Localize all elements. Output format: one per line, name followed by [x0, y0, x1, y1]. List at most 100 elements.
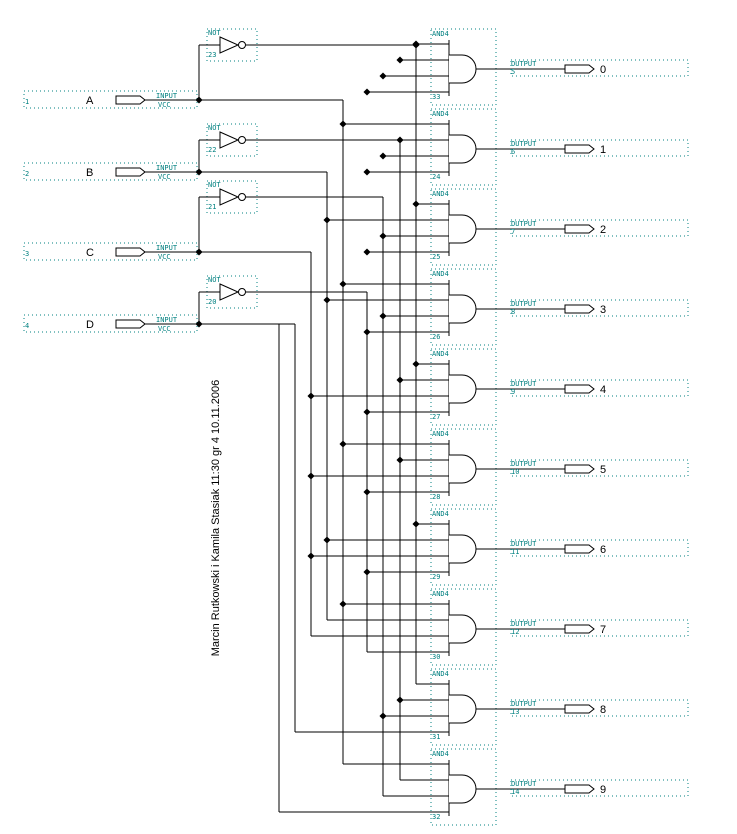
input-signal-name: C [86, 247, 94, 259]
output-pin-box [510, 139, 689, 157]
output-kind-label: OUTPUT [511, 460, 537, 468]
and-gate-box [430, 28, 497, 106]
output-pin-box [510, 59, 689, 77]
junction-dot [396, 376, 404, 384]
input-port-icon [115, 95, 146, 105]
and-gate-icon [449, 614, 477, 644]
output-pin-number: 12 [511, 628, 519, 636]
not-gate-label: NOT [208, 124, 221, 132]
junction-dot [396, 456, 404, 464]
output-signal-name: 2 [600, 224, 606, 236]
and-gate-id: 30 [432, 653, 440, 661]
inversion-bubble-icon [238, 288, 246, 296]
and-gate-label: AND4 [432, 750, 449, 758]
output-pin-number: 13 [511, 708, 519, 716]
junction-dot [363, 328, 371, 336]
output-port-icon [564, 144, 595, 154]
input-pin-number: 2 [25, 170, 29, 178]
output-port-icon [564, 784, 595, 794]
output-pin-box [510, 459, 689, 477]
output-kind-label: OUTPUT [511, 620, 537, 628]
output-kind-label: OUTPUT [511, 540, 537, 548]
output-port-icon [564, 304, 595, 314]
junction-dot [379, 712, 387, 720]
and-gate-label: AND4 [432, 190, 449, 198]
input-signal-name: A [86, 95, 94, 107]
junction-dot [379, 72, 387, 80]
input-pin-box [23, 242, 198, 261]
input-pin-box [23, 314, 198, 333]
and-gate-id: 26 [432, 333, 440, 341]
not-gate-label: NOT [208, 276, 221, 284]
output-pin-number: 14 [511, 788, 519, 796]
not-gate-id: 23 [208, 51, 216, 59]
output-signal-name: 0 [600, 64, 606, 76]
output-pin-box [510, 699, 689, 717]
output-pin-box [510, 219, 689, 237]
output-kind-label: OUTPUT [511, 780, 537, 788]
and-gate-icon [449, 374, 477, 404]
not-gate-label: NOT [208, 181, 221, 189]
output-kind-label: OUTPUT [511, 700, 537, 708]
junction-dot [412, 520, 420, 528]
output-signal-name: 4 [600, 384, 606, 396]
input-pin-box [23, 90, 198, 109]
junction-dot [379, 152, 387, 160]
junction-dot [396, 696, 404, 704]
junction-dot [339, 440, 347, 448]
not-gate-icon [219, 283, 240, 301]
junction-dot [396, 136, 404, 144]
output-signal-name: 5 [600, 464, 606, 476]
output-port-icon [564, 544, 595, 554]
junction-dot [307, 472, 315, 480]
not-gate-icon [219, 36, 240, 54]
input-port-icon [115, 167, 146, 177]
and-gate-label: AND4 [432, 350, 449, 358]
output-port-icon [564, 64, 595, 74]
output-port-icon [564, 704, 595, 714]
and-gate-label: AND4 [432, 510, 449, 518]
not-gate-id: 22 [208, 146, 216, 154]
and-gate-box [430, 428, 497, 506]
junction-dot [339, 120, 347, 128]
junction-dot [307, 392, 315, 400]
and-gate-box [430, 348, 497, 426]
output-pin-box [510, 379, 689, 397]
output-kind-label: OUTPUT [511, 140, 537, 148]
and-gate-box [430, 668, 497, 746]
input-default-label: VCC [158, 325, 171, 333]
junction-dot [339, 280, 347, 288]
output-pin-number: 8 [511, 308, 515, 316]
and-gate-icon [449, 54, 477, 84]
and-gate-icon [449, 214, 477, 244]
not-gate-label: NOT [208, 29, 221, 37]
output-pin-box [510, 619, 689, 637]
output-pin-number: 10 [511, 468, 519, 476]
and-gate-label: AND4 [432, 270, 449, 278]
output-port-icon [564, 464, 595, 474]
and-gate-label: AND4 [432, 30, 449, 38]
junction-dot [363, 168, 371, 176]
output-pin-number: 6 [511, 148, 515, 156]
and-gate-label: AND4 [432, 670, 449, 678]
and-gate-id: 25 [432, 253, 440, 261]
output-pin-number: 7 [511, 228, 515, 236]
and-gate-icon [449, 694, 477, 724]
inversion-bubble-icon [238, 136, 246, 144]
junction-dot [412, 360, 420, 368]
and-gate-label: AND4 [432, 430, 449, 438]
junction-dot [323, 216, 331, 224]
input-pin-number: 3 [25, 250, 29, 258]
and-gate-id: 28 [432, 493, 440, 501]
output-pin-box [510, 299, 689, 317]
input-signal-name: B [86, 167, 93, 179]
junction-dot [323, 296, 331, 304]
input-pin-number: 4 [25, 322, 29, 330]
output-pin-box [510, 539, 689, 557]
output-signal-name: 1 [600, 144, 606, 156]
and-gate-icon [449, 534, 477, 564]
output-kind-label: OUTPUT [511, 60, 537, 68]
output-port-icon [564, 624, 595, 634]
input-kind-label: INPUT [156, 244, 178, 252]
